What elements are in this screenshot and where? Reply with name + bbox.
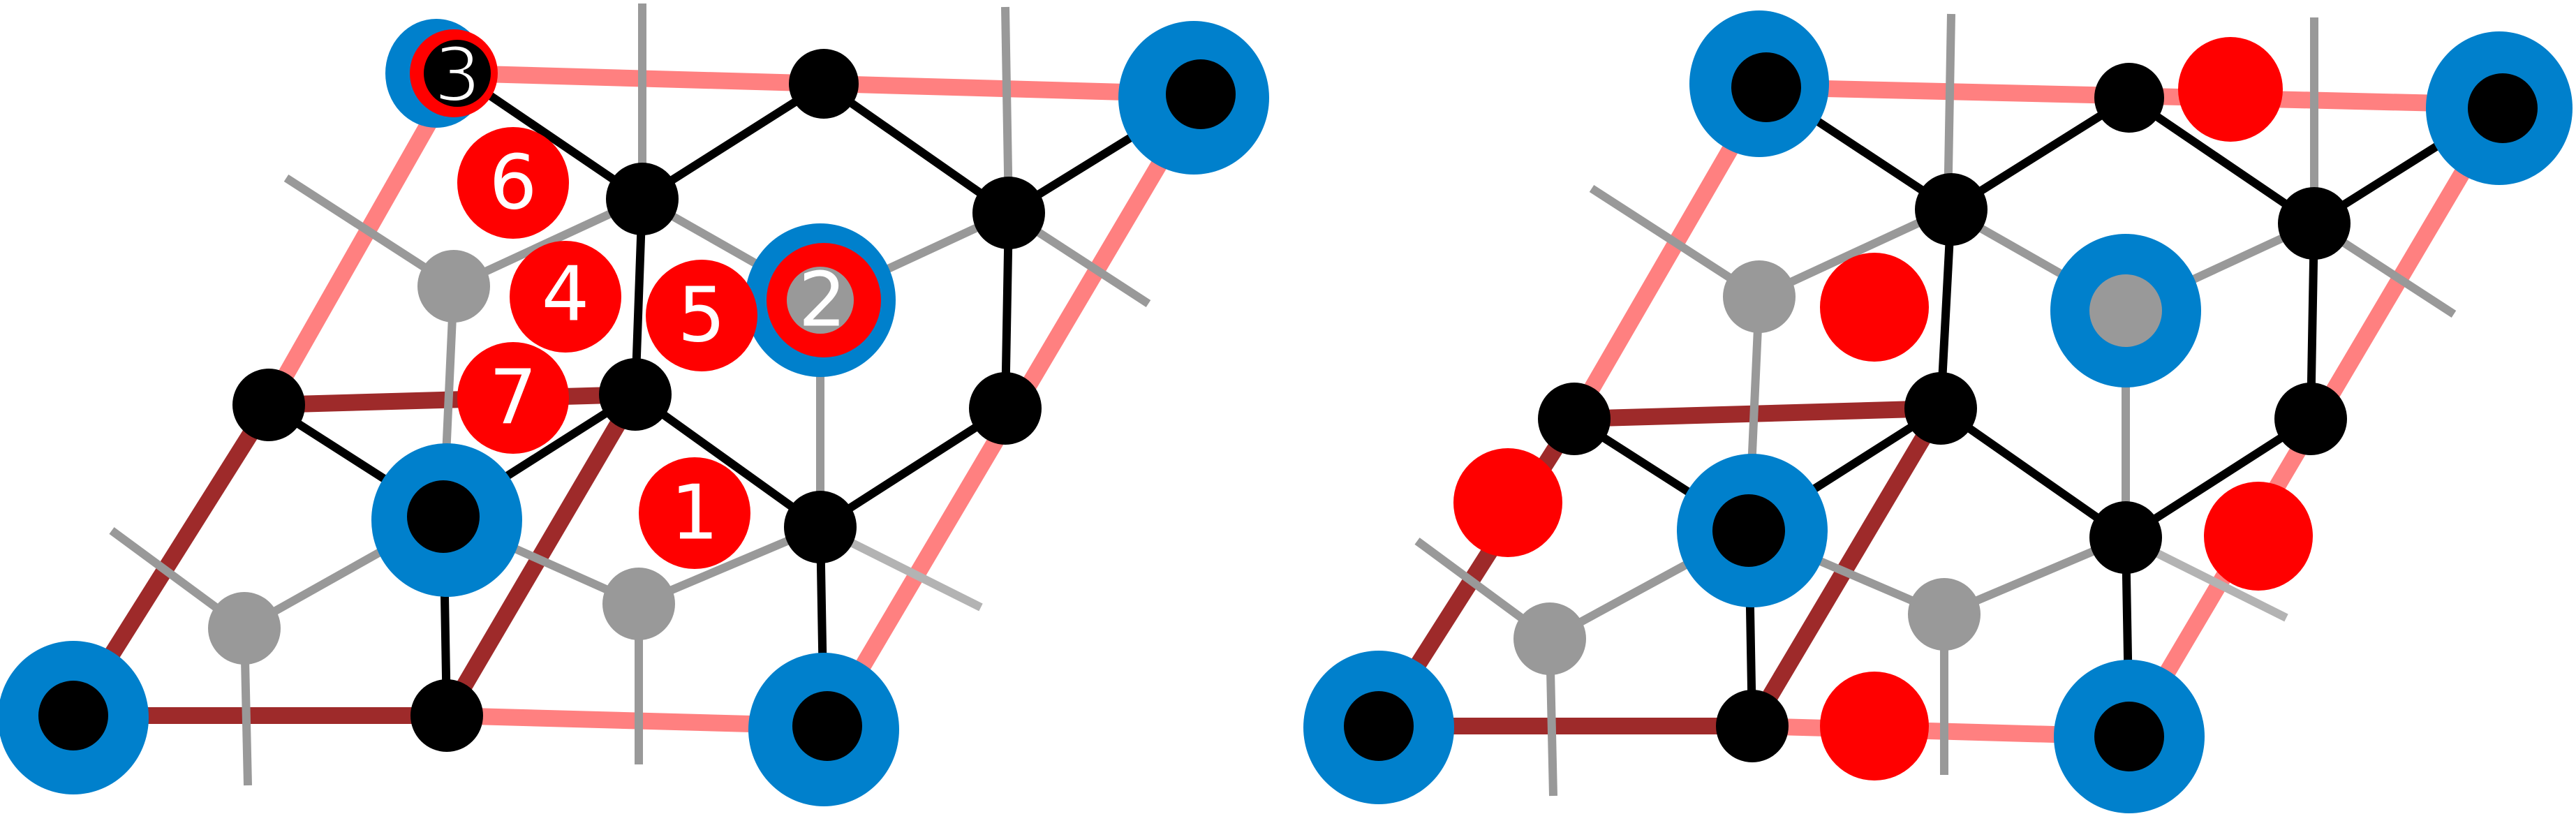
atom-black	[599, 358, 672, 431]
atom-black	[232, 369, 305, 441]
site-red	[2178, 37, 2283, 142]
bond	[821, 80, 1012, 216]
atom-gray	[1723, 260, 1796, 333]
atom-black	[972, 177, 1045, 249]
bond	[1938, 405, 2129, 541]
site-red-7	[457, 342, 569, 454]
atom-black	[424, 40, 491, 107]
gray-atoms-right	[1513, 260, 2162, 675]
site-label-3: 3	[434, 32, 482, 119]
site-label-4: 4	[542, 251, 590, 339]
atom-black	[969, 372, 1042, 445]
site-red	[1820, 672, 1929, 780]
bond	[2123, 415, 2314, 542]
atom-gray	[1908, 578, 1981, 651]
atom-black	[407, 480, 480, 553]
site-red-1	[639, 457, 750, 569]
atom-black	[2274, 383, 2347, 455]
atom-black	[410, 679, 483, 752]
black-atoms-right	[1344, 52, 2538, 771]
atom-gray	[602, 568, 675, 640]
site-label-2: 2	[799, 257, 847, 344]
site-label-5: 5	[678, 272, 726, 360]
atom-black	[1712, 494, 1785, 567]
atom-black	[606, 163, 679, 235]
site-red	[1453, 448, 1562, 557]
atom-black	[2094, 63, 2164, 133]
gray-atoms	[208, 250, 854, 665]
site-red	[2204, 482, 2313, 591]
atom-gray	[1513, 602, 1586, 675]
atom-black	[2468, 73, 2538, 143]
atom-gray	[208, 592, 281, 665]
cell-edge-left-upper	[261, 69, 465, 409]
site-labels: 1 2 3 4 5 6 7	[432, 31, 847, 557]
black-atoms	[38, 40, 1236, 761]
atom-gray	[417, 250, 490, 323]
site-label-7: 7	[489, 355, 538, 442]
site-red-6	[457, 127, 569, 239]
atom-gray	[2089, 274, 2162, 347]
site-label-1: 1	[671, 470, 719, 557]
right-panel	[1303, 10, 2573, 813]
left-panel: 1 2 3 4 5 6 7	[0, 3, 1269, 806]
atom-black	[38, 681, 108, 750]
site-red-4	[510, 241, 621, 353]
atom-black	[1716, 690, 1789, 762]
atom-black	[789, 49, 859, 119]
atom-black	[1915, 173, 1987, 246]
atom-black	[2089, 501, 2162, 574]
atom-black	[792, 691, 862, 761]
atom-black	[2278, 187, 2351, 260]
bond	[2126, 94, 2317, 227]
atom-black	[1166, 59, 1236, 129]
atom-black	[1538, 383, 1611, 455]
atom-black	[1904, 372, 1977, 445]
atom-black	[784, 491, 857, 563]
bond	[632, 391, 823, 531]
site-red-5	[646, 260, 757, 371]
atom-black	[1344, 691, 1414, 761]
site-red	[1820, 253, 1929, 362]
atom-gray	[787, 267, 854, 334]
red-sites-right	[1453, 37, 2313, 780]
atom-black	[1731, 52, 1801, 122]
site-label-6: 6	[489, 140, 538, 227]
atom-black	[2094, 702, 2164, 771]
cell-edge-diagonal-dark	[1745, 404, 1948, 731]
cell-edge-diagonal-dark	[439, 390, 643, 720]
bond	[817, 404, 1008, 531]
